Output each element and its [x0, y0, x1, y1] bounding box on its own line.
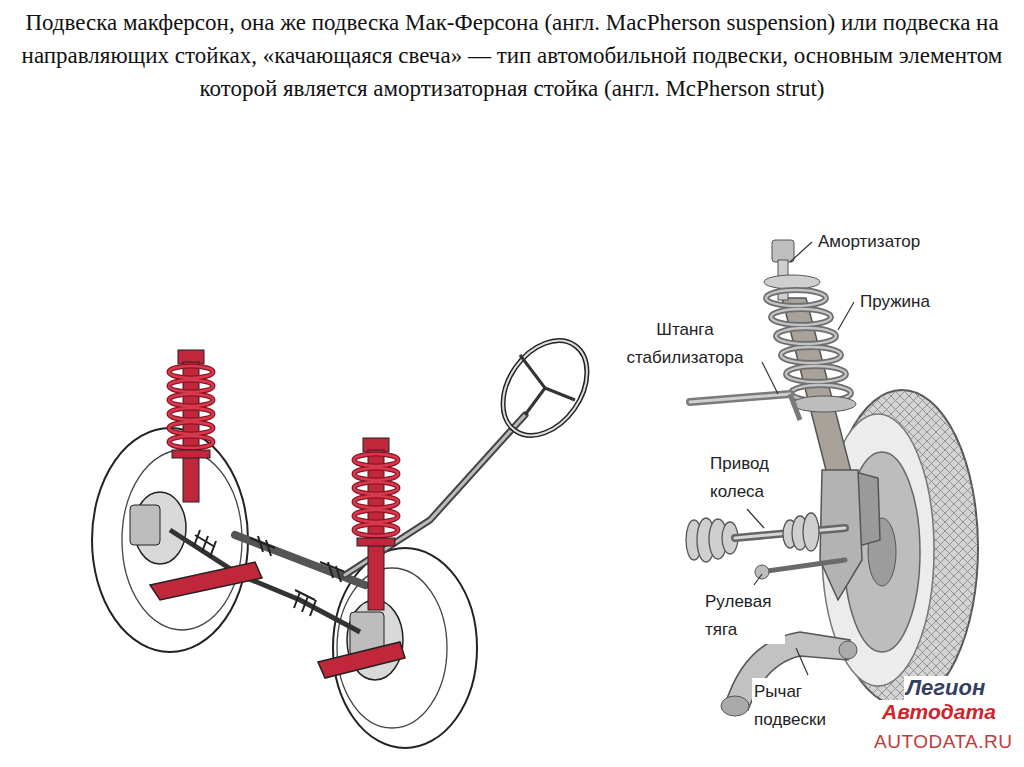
part-label: Рулевая тяга: [703, 588, 785, 644]
part-label: Пружина: [858, 288, 932, 316]
title-text: Подвеска макферсон, она же подвеска Мак-…: [22, 10, 1003, 101]
part-label-box: Привод колеса: [708, 450, 786, 506]
part-label: Привод колеса: [708, 450, 786, 506]
leader-line: [762, 362, 778, 394]
leader-line: [796, 648, 808, 675]
leader-line: [754, 574, 762, 585]
part-label: Рычаг подвески: [752, 678, 844, 734]
part-label-box: Рычаг подвески: [752, 678, 844, 734]
leader-line: [790, 242, 812, 262]
watermark-text: Легион: [904, 676, 987, 700]
title-block: Подвеска макферсон, она же подвеска Мак-…: [12, 6, 1012, 105]
leader-line: [838, 302, 854, 330]
part-label: Амортизатор: [816, 228, 922, 256]
right-suspension-drawing: [686, 240, 978, 716]
watermark-text: AUTODATA.RU: [872, 730, 1015, 754]
part-label-box: Амортизатор: [816, 228, 956, 256]
watermark-text-box: Легион: [904, 676, 1014, 700]
leader-line: [747, 509, 764, 528]
part-label-box: Рулевая тяга: [703, 588, 785, 644]
part-label-box: Штанга стабилизатора: [612, 316, 758, 372]
watermark-text: Автодата: [880, 700, 998, 724]
watermark-text-box: Автодата: [880, 700, 1014, 724]
part-label-box: Пружина: [858, 288, 978, 316]
watermark-text-box: AUTODATA.RU: [872, 730, 1018, 754]
part-label: Штанга стабилизатора: [612, 316, 758, 372]
left-suspension-drawing: [92, 325, 604, 748]
